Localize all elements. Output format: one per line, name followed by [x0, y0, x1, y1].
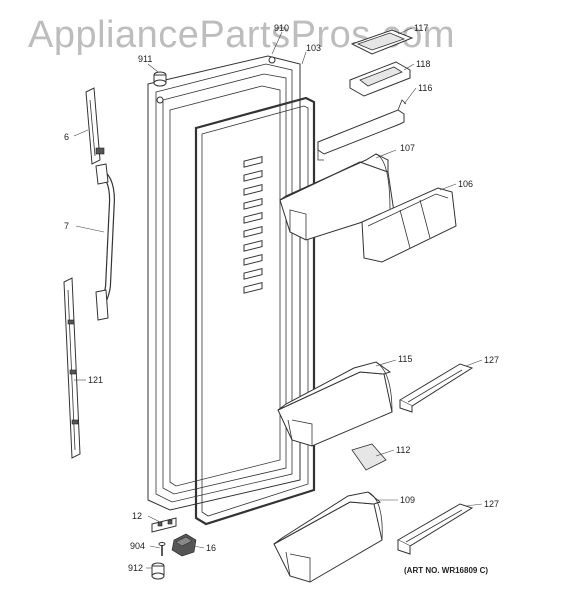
screw-904 [158, 542, 166, 556]
dairy-cap-117 [350, 29, 414, 55]
hinge-pin-912 [151, 562, 165, 580]
callout-6: 6 [64, 132, 69, 142]
callout-912: 912 [128, 563, 143, 573]
callout-16: 16 [206, 543, 216, 553]
callout-103: 103 [306, 43, 321, 53]
callout-117: 117 [414, 23, 428, 33]
bracket-112 [351, 443, 387, 471]
callout-109: 109 [400, 495, 415, 505]
trim-strip-121 [63, 277, 81, 459]
bin-insert-127-upper [398, 363, 474, 413]
callout-116: 116 [418, 83, 432, 93]
door-gasket [194, 96, 316, 526]
callout-910: 910 [274, 23, 289, 33]
callout-12: 12 [132, 511, 142, 521]
callout-112: 112 [396, 445, 410, 455]
hinge-16 [171, 533, 197, 557]
art-number: (ART NO. WR16809 C) [404, 566, 489, 575]
shelf-bar-116 [317, 99, 407, 161]
leader-lines [73, 27, 483, 569]
callout-911: 911 [138, 54, 152, 64]
hinge-bushing-911 [153, 71, 167, 87]
callout-118: 118 [416, 59, 430, 69]
callout-127-upper: 127 [484, 355, 499, 365]
door-liner-ridges [243, 156, 263, 294]
bin-insert-127-lower [396, 503, 474, 555]
dairy-door-118 [349, 61, 411, 97]
callout-127-lower: 127 [484, 499, 499, 509]
callout-904: 904 [130, 541, 145, 551]
callout-121: 121 [88, 375, 103, 385]
door-bin-115 [277, 361, 393, 447]
handle-trim-upper-6 [85, 87, 105, 165]
door-bin-106 [361, 187, 457, 263]
callout-107: 107 [400, 143, 415, 153]
callout-106: 106 [458, 179, 473, 189]
door-outer-panel [147, 55, 301, 511]
callout-7: 7 [64, 221, 69, 231]
door-bin-109 [273, 491, 383, 583]
callout-115: 115 [398, 354, 412, 364]
door-handle-7 [95, 163, 116, 321]
callout-labels: 910 103 911 117 118 116 6 7 107 106 121 … [64, 23, 499, 573]
